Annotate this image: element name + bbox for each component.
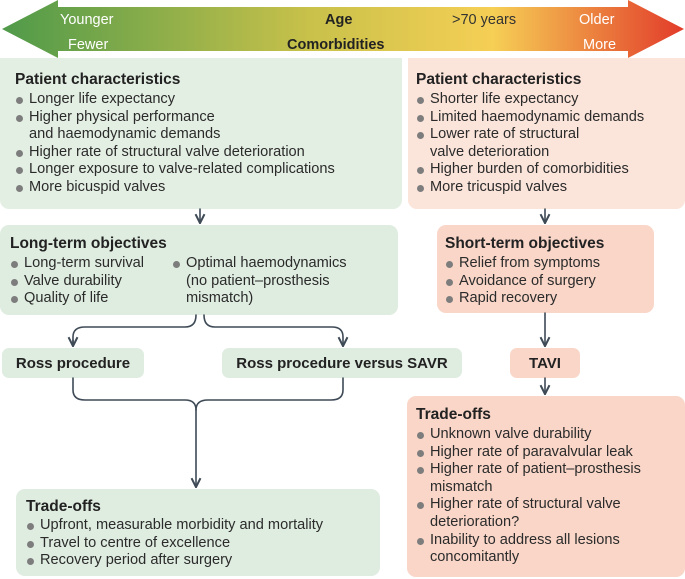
list-item: Longer exposure to valve-related complic…	[15, 161, 400, 179]
short-term-objectives-title: Short-term objectives	[445, 235, 605, 252]
list-item: Rapid recovery	[445, 290, 650, 308]
list-item: Quality of life	[10, 290, 180, 308]
list-item: Shorter life expectancy	[416, 91, 681, 109]
age-label: Age	[325, 12, 353, 28]
list-item: More bicuspid valves	[15, 179, 400, 197]
list-item: Upfront, measurable morbidity and mortal…	[26, 517, 378, 535]
list-item: Higher rate of structural valve deterior…	[15, 144, 400, 162]
tradeoffs-right-title: Trade-offs	[416, 406, 491, 423]
more-label: More	[583, 37, 617, 53]
long-term-objectives-col2: Optimal haemodynamics (no patient–prosth…	[172, 255, 397, 308]
list-item: Relief from symptoms	[445, 255, 650, 273]
bracket-long-term-split	[72, 314, 197, 346]
older-label: Older	[579, 12, 615, 28]
list-item: Higher rate of paravalvular leak	[416, 444, 683, 462]
old-characteristics-title: Patient characteristics	[416, 71, 582, 88]
fewer-label: Fewer	[68, 37, 109, 53]
list-item: Long-term survival	[10, 255, 180, 273]
list-item: Lower rate of structural valve deteriora…	[416, 126, 681, 161]
short-term-objectives-list: Relief from symptoms Avoidance of surger…	[445, 255, 650, 308]
list-item: Recovery period after surgery	[26, 552, 378, 570]
old-characteristics-panel	[408, 58, 685, 209]
list-item: Avoidance of surgery	[445, 273, 650, 291]
list-item: Higher burden of comorbidities	[416, 161, 681, 179]
tradeoffs-right-box	[407, 396, 685, 577]
bracket-merge-to-tradeoffs	[72, 377, 196, 486]
long-term-objectives-title: Long-term objectives	[10, 235, 167, 252]
list-item: Longer life expectancy	[15, 91, 400, 109]
short-term-objectives-box	[437, 225, 654, 313]
list-item: Valve durability	[10, 273, 180, 291]
old-characteristics-list: Shorter life expectancy Limited haemodyn…	[416, 91, 681, 197]
tradeoffs-left-title: Trade-offs	[26, 498, 101, 515]
tradeoffs-right-list: Unknown valve durability Higher rate of …	[416, 426, 683, 567]
list-item: Higher rate of patient–prosthesis mismat…	[416, 461, 683, 496]
younger-label: Younger	[60, 12, 114, 28]
over-70-years-label: >70 years	[452, 12, 517, 28]
comorbidities-label: Comorbidities	[287, 37, 385, 53]
long-term-objectives-col1: Long-term survival Valve durability Qual…	[10, 255, 180, 308]
young-characteristics-list: Longer life expectancy Higher physical p…	[15, 91, 400, 197]
young-characteristics-panel	[0, 58, 402, 209]
list-item: Inability to address all lesions concomi…	[416, 532, 683, 567]
list-item: Travel to centre of excellence	[26, 535, 378, 553]
list-item: Limited haemodynamic demands	[416, 109, 681, 127]
tavi-tag: TAVI	[510, 348, 580, 378]
young-characteristics-title: Patient characteristics	[15, 71, 181, 88]
list-item: More tricuspid valves	[416, 179, 681, 197]
list-item: Higher rate of structural valve deterior…	[416, 496, 683, 531]
ross-procedure-tag: Ross procedure	[2, 348, 144, 378]
list-item: Optimal haemodynamics (no patient–prosth…	[172, 255, 397, 308]
tradeoffs-left-list: Upfront, measurable morbidity and mortal…	[26, 517, 378, 570]
ross-vs-savr-tag: Ross procedure versus SAVR	[222, 348, 462, 378]
list-item: Higher physical performance and haemodyn…	[15, 109, 400, 144]
tradeoffs-left-box	[16, 489, 380, 576]
long-term-objectives-box	[0, 225, 398, 315]
list-item: Unknown valve durability	[416, 426, 683, 444]
